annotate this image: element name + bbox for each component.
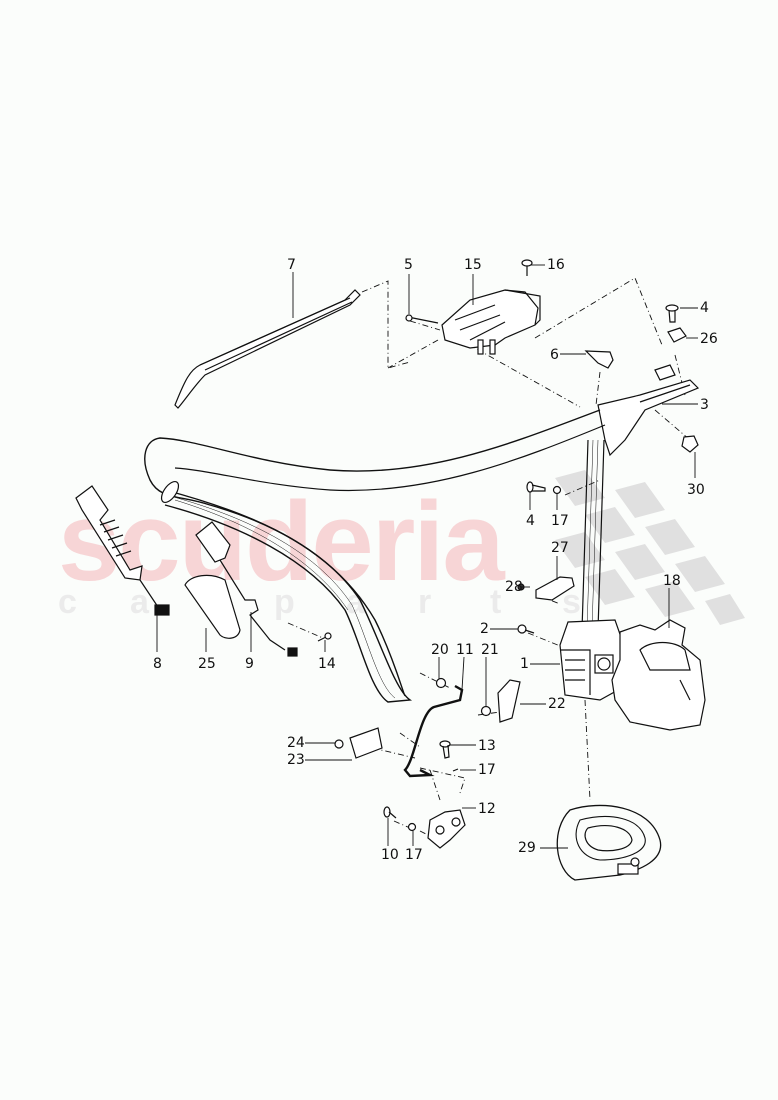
callout-26[interactable]: 26: [700, 331, 718, 347]
callout-4[interactable]: 4: [700, 300, 709, 316]
watermark-letter: a: [130, 583, 149, 621]
cable-part-29: [556, 804, 662, 881]
foam-cover-part-18: [611, 619, 706, 731]
leader-lines: [156, 264, 698, 849]
callout-18[interactable]: 18: [663, 573, 681, 589]
callout-9[interactable]: 9: [245, 656, 254, 672]
cover-part-25: [184, 574, 241, 639]
retractor-part-1: [559, 619, 623, 701]
cover-part-22: [497, 679, 521, 723]
callout-10[interactable]: 10: [381, 847, 399, 863]
clip-part-26: [667, 327, 687, 343]
watermark-letter: s: [562, 583, 581, 621]
watermark-letter: r: [418, 583, 432, 621]
callout-1[interactable]: 1: [520, 656, 529, 672]
bolt-part-5: [407, 316, 439, 324]
watermark-letter: t: [490, 583, 502, 621]
part-drawings: [75, 259, 706, 881]
bolt-part-4-top: [665, 304, 679, 323]
watermark-letter: a: [346, 583, 365, 621]
mechanism-part-15: [441, 289, 541, 355]
callout-17-c[interactable]: 17: [405, 847, 423, 863]
washer-part-24: [334, 739, 344, 749]
assembly-lines: [287, 277, 691, 837]
callout-17[interactable]: 17: [551, 513, 569, 529]
watermark-letter: c: [58, 583, 77, 621]
bracket-part-6: [584, 350, 614, 369]
trim-strip-part-7: [174, 289, 361, 409]
callout-2[interactable]: 2: [480, 621, 489, 637]
callout-14[interactable]: 14: [318, 656, 336, 672]
callout-3[interactable]: 3: [700, 397, 709, 413]
buckle-tongue-part-9: [195, 521, 298, 657]
washer-part-17-c: [407, 822, 417, 832]
bolt-part-2: [517, 624, 535, 634]
callout-21[interactable]: 21: [481, 642, 499, 658]
callout-12[interactable]: 12: [478, 801, 496, 817]
callout-30[interactable]: 30: [687, 482, 705, 498]
callout-20[interactable]: 20: [431, 642, 449, 658]
plate-part-23: [349, 727, 383, 759]
callout-4-mid[interactable]: 4: [526, 513, 535, 529]
washer-part-20: [435, 677, 447, 689]
callout-5[interactable]: 5: [404, 257, 413, 273]
watermark-letter: p: [274, 583, 295, 621]
washer-part-17-b: [452, 768, 459, 772]
washer-part-17: [552, 485, 562, 495]
bolt-part-13: [439, 740, 451, 759]
callout-11[interactable]: 11: [456, 642, 474, 658]
cover-part-27: [535, 576, 575, 601]
callout-27[interactable]: 27: [551, 540, 569, 556]
callout-7[interactable]: 7: [287, 257, 296, 273]
upper-bracket-part-3: [597, 364, 700, 457]
buckle-part-8: [75, 485, 170, 616]
bolt-part-14: [317, 632, 332, 642]
rod-part-11: [403, 684, 464, 778]
bracket-part-12: [427, 809, 466, 849]
callout-13[interactable]: 13: [478, 738, 496, 754]
callout-24[interactable]: 24: [287, 735, 305, 751]
callout-16[interactable]: 16: [547, 257, 565, 273]
callout-17-b[interactable]: 17: [478, 762, 496, 778]
cap-part-30: [681, 435, 699, 453]
callout-15[interactable]: 15: [464, 257, 482, 273]
checkered-flag-watermark: [555, 470, 745, 625]
bolt-part-10: [383, 806, 397, 819]
bolt-part-4-mid: [526, 481, 546, 493]
callout-6[interactable]: 6: [550, 347, 559, 363]
watermark-carparts: c a r p a r t s: [58, 585, 634, 619]
washer-part-21: [480, 705, 492, 717]
callout-8[interactable]: 8: [153, 656, 162, 672]
callout-23[interactable]: 23: [287, 752, 305, 768]
callout-28[interactable]: 28: [505, 579, 523, 595]
callout-25[interactable]: 25: [198, 656, 216, 672]
callout-29[interactable]: 29: [518, 840, 536, 856]
callout-22[interactable]: 22: [548, 696, 566, 712]
